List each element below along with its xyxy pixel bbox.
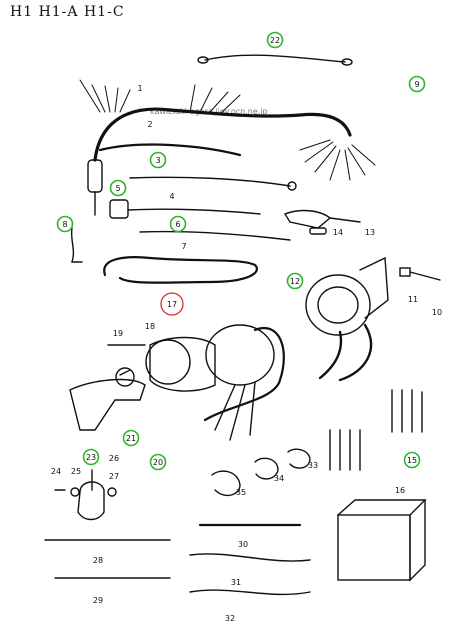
callout-number: 9 <box>414 80 419 89</box>
callout-34: 34 <box>274 474 284 483</box>
callout-number: 5 <box>115 184 120 193</box>
callout-ring <box>160 292 184 316</box>
callout-1: 1 <box>137 84 142 93</box>
callout-number: 28 <box>93 556 103 565</box>
callout-ring <box>149 453 167 471</box>
callout-ring <box>403 451 421 469</box>
callout-number: 20 <box>153 458 163 467</box>
callout-number: 21 <box>126 434 136 443</box>
wire-3 <box>129 176 291 187</box>
cable-31 <box>189 553 311 562</box>
callout-ring <box>56 215 74 233</box>
callout-number: 14 <box>333 228 343 237</box>
callout-number: 1 <box>137 84 142 93</box>
callout-number: 30 <box>238 540 248 549</box>
callout-ring <box>408 75 426 93</box>
callout-29: 29 <box>93 596 103 605</box>
callout-25: 25 <box>71 467 81 476</box>
callout-number: 35 <box>236 488 246 497</box>
page-title: H1 H1-A H1-C <box>10 4 125 20</box>
callout-number: 2 <box>147 120 152 129</box>
callout-number: 10 <box>432 308 442 317</box>
callout-number: 22 <box>270 36 280 45</box>
callout-27: 27 <box>109 472 119 481</box>
battery-16 <box>337 514 411 581</box>
callout-16: 16 <box>395 486 405 495</box>
callout-ring <box>169 215 187 233</box>
callout-number: 6 <box>175 220 180 229</box>
callout-number: 13 <box>365 228 375 237</box>
cable-22 <box>204 54 346 63</box>
starter-17 <box>205 324 275 386</box>
callout-number: 17 <box>167 300 177 309</box>
callout-30: 30 <box>238 540 248 549</box>
callout-ring <box>149 151 167 169</box>
wire-7 <box>103 256 258 284</box>
callout-32: 32 <box>225 614 235 623</box>
callout-number: 26 <box>109 454 119 463</box>
callout-number: 29 <box>93 596 103 605</box>
callout-number: 31 <box>231 578 241 587</box>
callout-number: 33 <box>308 461 318 470</box>
part-23 <box>77 481 105 521</box>
callout-6: 6 <box>169 215 187 233</box>
callout-ring <box>109 179 127 197</box>
callout-number: 15 <box>407 456 417 465</box>
callout-number: 23 <box>86 453 96 462</box>
cable-32 <box>189 589 311 596</box>
callout-2: 2 <box>147 120 152 129</box>
callout-number: 12 <box>290 277 300 286</box>
callout-number: 3 <box>155 156 160 165</box>
wire-2 <box>98 143 242 157</box>
callout-14: 14 <box>333 228 343 237</box>
callout-number: 25 <box>71 467 81 476</box>
callout-ring <box>266 31 284 49</box>
callout-number: 4 <box>169 192 174 201</box>
horn-12 <box>305 274 371 336</box>
callout-5: 5 <box>109 179 127 197</box>
callout-7: 7 <box>181 242 186 251</box>
callout-12: 12 <box>286 272 304 290</box>
callout-35: 35 <box>236 488 246 497</box>
callout-number: 8 <box>62 220 67 229</box>
callout-31: 31 <box>231 578 241 587</box>
callout-23: 23 <box>82 448 100 466</box>
callout-number: 16 <box>395 486 405 495</box>
callout-15: 15 <box>403 451 421 469</box>
callout-ring <box>82 448 100 466</box>
callout-number: 11 <box>408 295 418 304</box>
callout-24: 24 <box>51 467 61 476</box>
callout-4: 4 <box>169 192 174 201</box>
callout-19: 19 <box>113 329 123 338</box>
callout-10: 10 <box>432 308 442 317</box>
callout-17: 17 <box>160 292 184 316</box>
callout-13: 13 <box>365 228 375 237</box>
callout-20: 20 <box>149 453 167 471</box>
callout-8: 8 <box>56 215 74 233</box>
wire-6 <box>139 230 291 241</box>
callout-26: 26 <box>109 454 119 463</box>
main-harness <box>93 107 352 162</box>
callout-number: 7 <box>181 242 186 251</box>
callout-number: 32 <box>225 614 235 623</box>
callout-ring <box>286 272 304 290</box>
callout-number: 27 <box>109 472 119 481</box>
callout-number: 24 <box>51 467 61 476</box>
callout-9: 9 <box>408 75 426 93</box>
callout-number: 19 <box>113 329 123 338</box>
callout-number: 18 <box>145 322 155 331</box>
callout-number: 34 <box>274 474 284 483</box>
callout-ring <box>122 429 140 447</box>
callout-22: 22 <box>266 31 284 49</box>
callout-3: 3 <box>149 151 167 169</box>
callout-21: 21 <box>122 429 140 447</box>
callout-33: 33 <box>308 461 318 470</box>
callout-18: 18 <box>145 322 155 331</box>
callout-28: 28 <box>93 556 103 565</box>
callout-11: 11 <box>408 295 418 304</box>
